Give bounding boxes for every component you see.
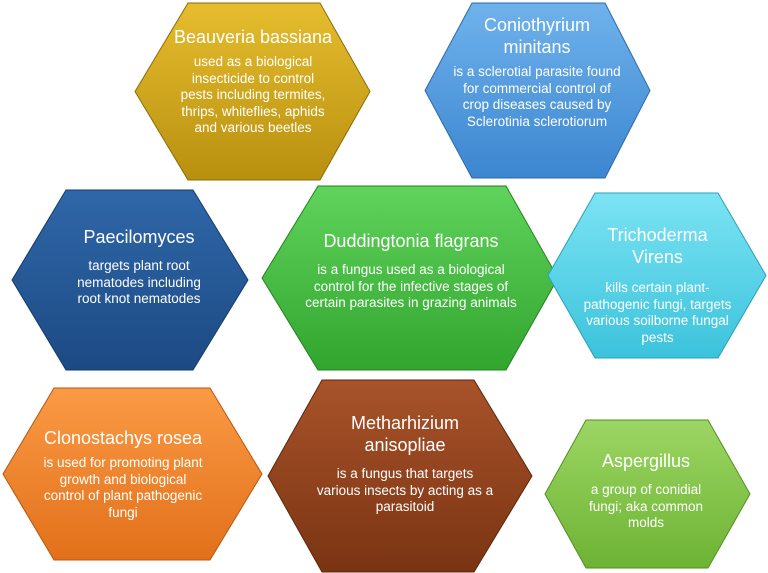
hexagon-clonostachys <box>2 387 263 561</box>
node-title: Beauveria bassiana <box>173 27 333 47</box>
hexagon-metharhizium <box>267 379 533 573</box>
node-beauveria: Beauveria bassiana used as a biological … <box>162 26 344 137</box>
hexagon-coniothyrium <box>424 2 651 179</box>
node-title: Coniothyrium minitans <box>483 15 591 57</box>
node-description: is used for promoting plant growth and b… <box>43 455 203 520</box>
node-description: is a fungus that targets various insects… <box>316 466 494 514</box>
node-description: used as a biological insecticide to cont… <box>180 54 326 135</box>
node-metharhizium: Metharhizium anisopliae is a fungus that… <box>310 412 500 516</box>
node-paecilomyces: Paecilomyces targets plant root nematode… <box>58 226 220 308</box>
node-title: Paecilomyces <box>83 227 195 247</box>
node-title: Clonostachys rosea <box>43 428 203 448</box>
node-clonostachys: Clonostachys rosea is used for promoting… <box>28 427 218 521</box>
node-description: is a fungus used as a biological control… <box>305 262 517 310</box>
hexagon-beauveria <box>134 2 371 181</box>
node-duddingtonia: Duddingtonia flagrans is a fungus used a… <box>300 230 522 312</box>
node-description: is a sclerotial parasite found for comme… <box>453 64 621 129</box>
node-coniothyrium: Coniothyrium minitans is a sclerotial pa… <box>452 14 622 130</box>
node-trichoderma: Trichoderma Virens kills certain plant-p… <box>570 224 745 346</box>
node-title: Duddingtonia flagrans <box>323 231 499 251</box>
node-title: Metharhizium anisopliae <box>350 413 460 455</box>
node-title: Trichoderma Virens <box>607 225 708 267</box>
node-aspergillus: Aspergillus a group of conidial fungi; a… <box>572 450 720 532</box>
hexagon-aspergillus <box>544 419 751 569</box>
node-description: targets plant root nematodes including r… <box>77 258 201 306</box>
hexagon-paecilomyces <box>11 189 249 371</box>
node-description: kills certain plant-pathogenic fungi, ta… <box>583 280 732 345</box>
node-description: a group of conidial fungi; aka common mo… <box>588 482 704 530</box>
hexagon-trichoderma <box>547 192 767 359</box>
node-title: Aspergillus <box>601 451 691 471</box>
